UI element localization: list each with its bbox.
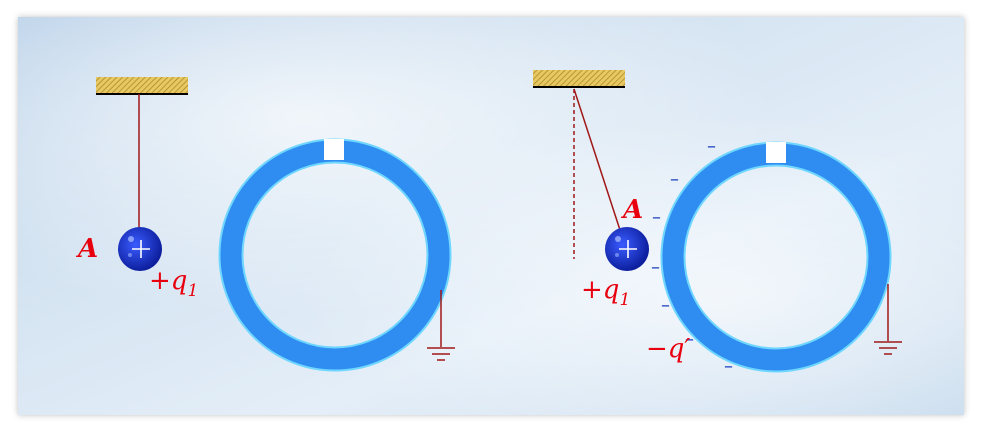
ground-symbol-right	[874, 284, 902, 355]
ball-label-left: A	[75, 234, 98, 264]
minus-sign: –	[685, 329, 694, 350]
charged-ball-left	[118, 227, 162, 271]
diagram-panel: A +q1	[18, 17, 964, 415]
charge-label-left: +q1	[149, 266, 198, 301]
induced-charge-label: −q′	[646, 334, 690, 364]
charged-ball-right	[605, 227, 649, 271]
charge-symbol-right: +q	[581, 275, 619, 305]
ceiling-support-left	[96, 77, 188, 94]
charge-subscript-left: 1	[187, 281, 198, 301]
conducting-shell-right	[660, 141, 892, 373]
electrostatics-diagram: A +q1	[18, 17, 964, 415]
ground-symbol-left	[427, 290, 455, 361]
minus-sign: –	[707, 136, 716, 157]
ceiling-support-right	[533, 70, 625, 87]
charge-label-right: +q1	[581, 275, 630, 310]
minus-sign: –	[724, 356, 733, 377]
string-right-deflected	[573, 88, 621, 231]
shell-opening-left	[324, 139, 344, 160]
shell-opening-right	[766, 142, 786, 163]
left-scene: A +q1	[75, 77, 455, 372]
minus-sign: –	[651, 257, 660, 278]
charge-symbol-left: +q	[149, 266, 187, 296]
ball-label-right: A	[620, 195, 643, 225]
right-scene: A +q1 – – – – – – –	[533, 70, 902, 377]
induced-negative-charges: – – – – – – –	[651, 136, 733, 377]
charge-subscript-right: 1	[619, 290, 630, 310]
minus-sign: –	[652, 207, 661, 228]
minus-sign: –	[661, 295, 670, 316]
minus-sign: –	[670, 169, 679, 190]
conducting-shell-left	[218, 138, 452, 372]
